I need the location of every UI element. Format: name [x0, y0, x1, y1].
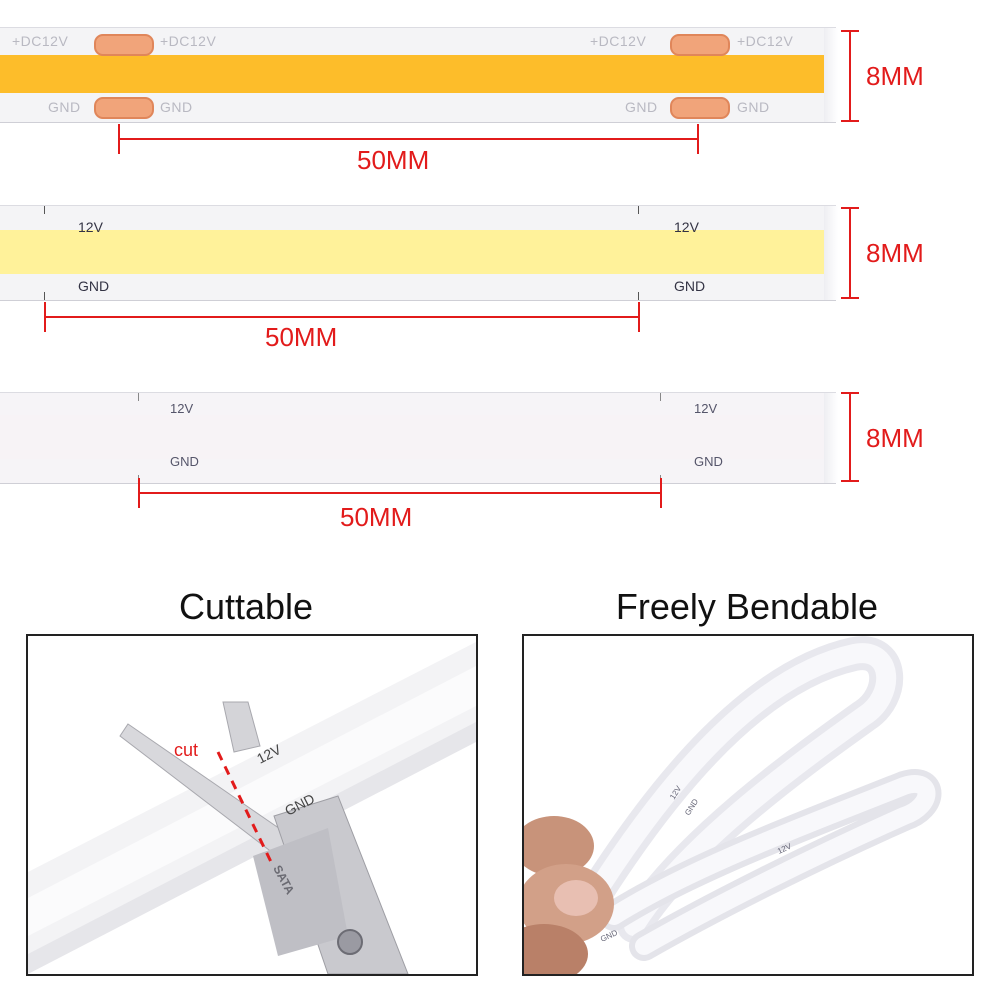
- led-strip-cool: 12V GND 12V GND: [0, 205, 838, 301]
- pad-label-gnd: GND: [737, 99, 770, 115]
- pad-label-gnd: GND: [160, 99, 193, 115]
- cut-mark: [44, 292, 45, 300]
- scissor-pivot: [337, 929, 363, 955]
- width-dimension-line: [849, 392, 851, 482]
- label-12v: 12V: [78, 219, 103, 235]
- solder-pad: [670, 97, 730, 119]
- pad-label-dc12v: +DC12V: [12, 33, 69, 49]
- label-gnd: GND: [674, 278, 706, 294]
- label-gnd: GND: [78, 278, 110, 294]
- label-gnd: GND: [694, 454, 723, 469]
- caption-cuttable: Cuttable: [178, 586, 314, 627]
- width-dimension-label: 8MM: [866, 61, 924, 91]
- label-12v: 12V: [674, 219, 699, 235]
- pad-label-dc12v: +DC12V: [590, 33, 647, 49]
- length-dimension-line: [44, 316, 640, 318]
- finger: [524, 816, 594, 876]
- length-dimension-line: [138, 492, 662, 494]
- cut-mark: [138, 393, 139, 401]
- bendable-illustration: 12V GND 12V GND: [524, 636, 942, 974]
- caption-freely-bendable: Freely Bendable: [615, 586, 879, 627]
- cuttable-illustration: SATA 12V GND cut: [28, 642, 476, 974]
- cut-line: [216, 751, 275, 867]
- cut-mark: [44, 206, 45, 214]
- label-gnd: GND: [683, 797, 700, 817]
- led-glow-cool: [0, 230, 836, 274]
- cut-mark: [638, 292, 639, 300]
- width-dimension-label: 8MM: [866, 238, 924, 268]
- scissor-blade: [222, 701, 261, 753]
- label-12v: 12V: [694, 401, 718, 416]
- label-gnd: GND: [599, 928, 619, 944]
- pad-label-dc12v: +DC12V: [737, 33, 794, 49]
- solder-pad: [670, 34, 730, 56]
- cut-mark: [660, 393, 661, 401]
- led-strip-white: 12V GND 12V GND: [0, 392, 838, 484]
- solder-pad: [94, 34, 154, 56]
- cut-label: cut: [174, 740, 198, 760]
- bendable-photo: 12V GND 12V GND: [522, 634, 974, 976]
- cuttable-photo: SATA 12V GND cut: [26, 634, 478, 976]
- width-dimension-line: [849, 207, 851, 299]
- solder-pad: [94, 97, 154, 119]
- pad-label-gnd: GND: [625, 99, 658, 115]
- finger: [524, 924, 588, 974]
- label-12v: 12V: [170, 401, 194, 416]
- led-glow-white: [0, 415, 836, 459]
- label-gnd: GND: [170, 454, 199, 469]
- length-dimension-line: [118, 138, 699, 140]
- cut-mark: [638, 206, 639, 214]
- led-strip-warm: +DC12V +DC12V GND GND +DC12V +DC12V GND …: [0, 27, 838, 123]
- width-dimension-line: [849, 30, 851, 122]
- width-dimension-label: 8MM: [866, 423, 924, 453]
- length-dimension-label: 50MM: [340, 502, 413, 532]
- length-dimension-label: 50MM: [357, 145, 430, 175]
- length-dimension-label: 50MM: [265, 322, 338, 352]
- fingernail: [554, 880, 598, 916]
- pad-label-gnd: GND: [48, 99, 81, 115]
- led-glow-warm: [0, 55, 836, 93]
- pad-label-dc12v: +DC12V: [160, 33, 217, 49]
